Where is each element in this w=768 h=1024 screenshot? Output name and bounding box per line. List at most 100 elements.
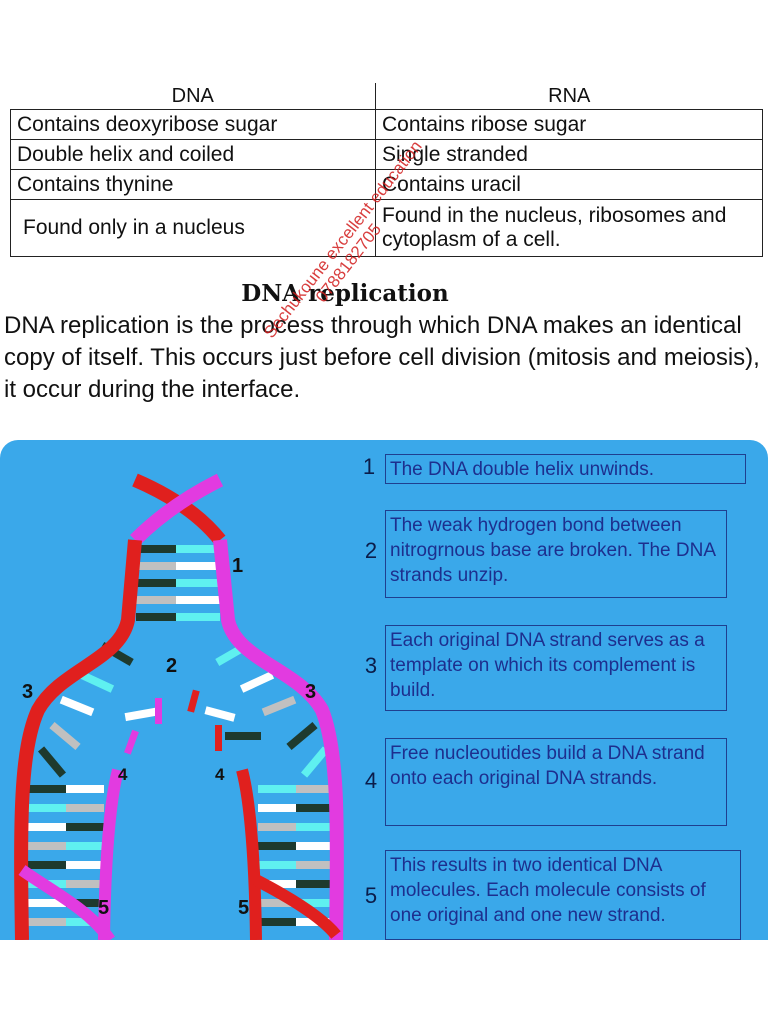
table-row: Contains deoxyribose sugar Contains ribo… (10, 109, 763, 140)
base-pair (136, 545, 176, 553)
base-pair (239, 671, 275, 693)
base-pair (301, 746, 329, 778)
magenta-strand (213, 539, 344, 940)
base-pair (296, 899, 332, 907)
base-pair (296, 785, 332, 793)
dna-replication-illustration: 1 2 3 3 4 4 5 5 (14, 473, 344, 940)
red-strand (14, 539, 142, 940)
header-rna: RNA (375, 83, 763, 110)
header-dna: DNA (10, 83, 376, 110)
base-pair (28, 823, 66, 831)
step-text: This results in two identical DNA molecu… (390, 855, 706, 926)
base-pair (49, 722, 81, 750)
free-nucleotide (204, 706, 236, 722)
table-row: Double helix and coiled Single stranded (10, 139, 763, 170)
free-nucleotide (225, 732, 261, 740)
free-nucleotide (124, 706, 162, 722)
step-text: The weak hydrogen bond between nitrogrno… (390, 515, 715, 586)
base-pair (79, 671, 115, 693)
base-pair (136, 613, 176, 621)
dna-rna-comparison-table: DNA RNA Contains deoxyribose sugar Conta… (10, 83, 763, 257)
step-number: 3 (364, 653, 378, 678)
step-box: The weak hydrogen bond between nitrogrno… (385, 510, 727, 598)
magenta-strand (130, 473, 224, 545)
step-box: This results in two identical DNA molecu… (385, 850, 741, 940)
diagram-label: 5 (98, 897, 109, 919)
base-pair (296, 804, 332, 812)
base-pair (258, 861, 296, 869)
diagram-label: 4 (215, 765, 225, 784)
red-strand (253, 874, 341, 939)
diagram-label: 1 (232, 555, 243, 577)
base-pair (258, 823, 296, 831)
base-pair (136, 596, 176, 604)
diagram-label: 3 (22, 681, 33, 703)
table-header-row: DNA RNA (10, 83, 763, 110)
new-red-strand (236, 768, 262, 940)
table-cell: Contains thynine (10, 169, 376, 200)
base-pair (176, 596, 220, 604)
step-text: The DNA double helix unwinds. (390, 459, 655, 480)
table-cell: Contains ribose sugar (375, 109, 763, 140)
base-pair (66, 804, 104, 812)
base-pair (296, 823, 332, 831)
step-text: Free nucleoutides build a DNA strand ont… (390, 743, 705, 789)
base-pair (258, 918, 296, 926)
table-cell: Contains deoxyribose sugar (10, 109, 376, 140)
table-cell: Single stranded (375, 139, 763, 170)
base-pair (261, 695, 297, 717)
free-nucleotide (215, 725, 222, 751)
table-cell: Double helix and coiled (10, 139, 376, 170)
base-pair (296, 842, 332, 850)
diagram-label: 5 (238, 897, 249, 919)
base-pair (258, 899, 296, 907)
free-nucleotide (155, 698, 162, 724)
new-magenta-strand (98, 768, 124, 940)
base-pair (66, 918, 104, 926)
base-pair (38, 746, 66, 778)
table-cell: Found only in a nucleus (10, 199, 376, 257)
replication-diagram-panel: 1 2 3 3 4 4 5 5 1 The DNA double helix u… (0, 440, 768, 940)
step-text: Each original DNA strand serves as a tem… (390, 630, 705, 701)
free-nucleotide (124, 729, 139, 755)
step-number: 5 (364, 883, 378, 908)
section-paragraph: DNA replication is the process through w… (4, 312, 760, 403)
base-pair (28, 861, 66, 869)
section-title: DNA replication (241, 280, 449, 307)
base-pair (66, 823, 104, 831)
base-pair (66, 785, 104, 793)
base-pair (176, 579, 220, 587)
base-pair (28, 899, 66, 907)
magenta-strand (18, 865, 115, 940)
table-cell: Contains uracil (375, 169, 763, 200)
base-pair (136, 562, 176, 570)
free-nucleotide (187, 689, 200, 713)
step-number: 2 (364, 538, 378, 563)
table-cell: Found in the nucleus, ribosomes and cyto… (375, 199, 763, 257)
diagram-label: 4 (118, 765, 128, 784)
base-pair (28, 842, 66, 850)
base-pair (28, 918, 66, 926)
step-box: Each original DNA strand serves as a tem… (385, 625, 727, 711)
base-pair (176, 613, 220, 621)
base-pair (66, 899, 104, 907)
step-box: The DNA double helix unwinds. (385, 454, 746, 484)
base-pair (258, 785, 296, 793)
base-pair (286, 722, 318, 750)
base-pair (296, 861, 332, 869)
step-number: 4 (364, 768, 378, 793)
diagram-label: 2 (166, 655, 177, 677)
base-pair (66, 880, 104, 888)
base-pair (258, 880, 296, 888)
diagram-label: 3 (305, 681, 316, 703)
base-pair (28, 804, 66, 812)
base-pair (66, 842, 104, 850)
table-row: Contains thynine Contains uracil (10, 169, 763, 200)
step-box: Free nucleoutides build a DNA strand ont… (385, 738, 727, 826)
base-pair (176, 545, 220, 553)
base-pair (296, 880, 332, 888)
base-pair (258, 842, 296, 850)
base-pair (59, 695, 95, 717)
table-row: Found only in a nucleus Found in the nuc… (10, 199, 763, 257)
base-pair (176, 562, 220, 570)
